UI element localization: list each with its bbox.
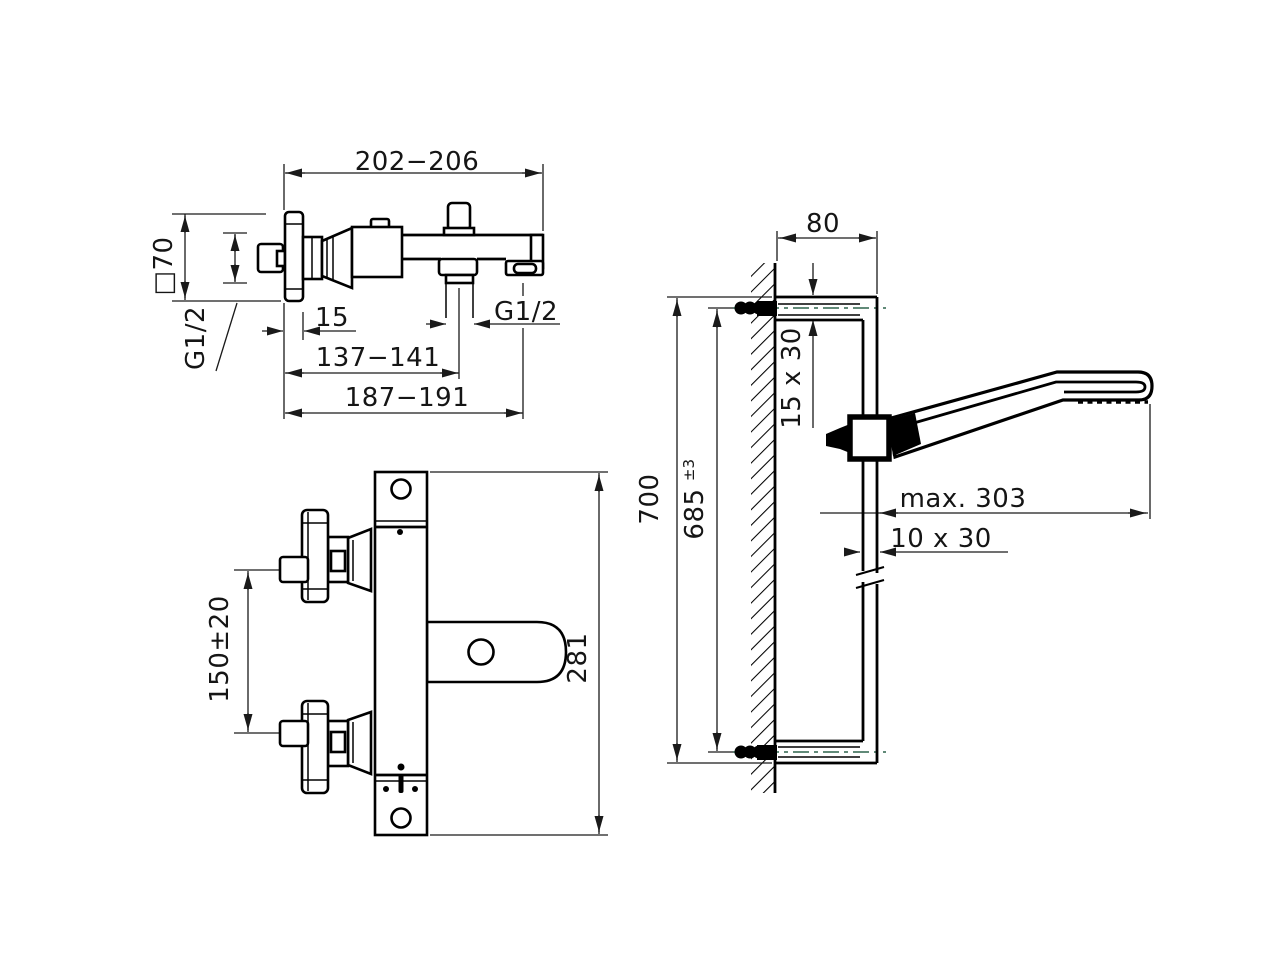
fixing-centerlines xyxy=(733,307,886,753)
dim-label-flange-square: □70 xyxy=(149,236,179,295)
slider-lock-knob xyxy=(826,424,850,453)
dim-label-rail-section: 10 x 30 xyxy=(890,524,992,554)
rail-extension-lines xyxy=(667,231,1151,764)
screw-dot-bottom-right xyxy=(412,786,418,792)
handle-cone xyxy=(320,226,354,290)
screw-dot-bottom-left xyxy=(383,786,389,792)
bottom-handle-knob xyxy=(278,719,310,748)
view-mixer-front: 150±20 281 xyxy=(205,470,608,837)
top-fixing-hole xyxy=(390,478,412,500)
bottom-handle-assembly xyxy=(278,699,373,795)
wall-flange xyxy=(283,210,305,303)
spout-aerator xyxy=(512,262,538,275)
top-handle-escutcheon xyxy=(346,527,373,593)
mixer-front-body xyxy=(278,470,568,837)
handshower-pivot xyxy=(889,413,921,456)
slider-body xyxy=(847,414,892,462)
top-wall-anchor xyxy=(734,301,777,316)
dim-label-fixing-distance: 685 xyxy=(680,488,710,539)
dim-label-outlet-thread: G1/2 xyxy=(494,297,558,327)
dim-label-spout-outlet-distance: 187−191 xyxy=(345,383,470,413)
mixer-side-dimension-lines xyxy=(180,168,560,418)
dim-label-rail-height: 700 xyxy=(635,473,665,524)
handshower-inner-contour xyxy=(892,380,1147,431)
bottom-handle-escutcheon xyxy=(346,710,373,776)
dim-label-flange-depth: 15 xyxy=(315,303,349,333)
bath-spout-front xyxy=(425,620,568,684)
mixer-front-dimension-lines xyxy=(243,473,604,834)
shower-outlet-flange xyxy=(437,257,479,277)
mixer-side-body xyxy=(256,201,545,318)
handshower-outline xyxy=(886,370,1154,460)
shower-outlet-nipple xyxy=(444,273,475,285)
screw-dot-bottom-center xyxy=(397,763,405,771)
rail-dimension-lines xyxy=(672,233,1148,762)
dim-label-overall-height: 281 xyxy=(563,632,593,683)
dim-label-bracket-section: 15 x 30 xyxy=(777,327,807,429)
dim-label-handle-spacing: 150±20 xyxy=(205,595,235,703)
mixer-front-extension-lines xyxy=(234,471,608,836)
bottom-handle-hub-detail xyxy=(329,730,347,754)
diverter-base xyxy=(442,226,476,237)
screw-slot xyxy=(398,774,404,793)
dim-label-inlet-thread: G1/2 xyxy=(181,306,211,370)
dim-label-overall-width: 202−206 xyxy=(355,147,480,177)
bottom-wall-anchor xyxy=(734,745,777,760)
wall-hatching xyxy=(751,263,775,793)
dim-label-max-reach: max. 303 xyxy=(900,484,1027,514)
bottom-fixing-hole xyxy=(390,807,412,829)
diverter-knob xyxy=(446,201,472,232)
mixer-side-extension-lines xyxy=(172,164,544,419)
rail-break-mark xyxy=(855,579,885,589)
slider-block xyxy=(826,414,892,462)
view-shower-rail: 80 15 x 30 700 685 ±3 max. 303 10 x 30 xyxy=(635,209,1154,793)
spout-hole xyxy=(467,638,495,666)
dim-label-shower-outlet-distance: 137−141 xyxy=(316,343,441,373)
view-mixer-side: 202−206 □70 G1/2 15 137−141 187−191 G1/2 xyxy=(149,147,560,419)
top-handle-assembly xyxy=(278,508,373,604)
rail-assembly xyxy=(734,295,1154,765)
dim-label-fixing-tolerance: ±3 xyxy=(680,459,698,481)
slide-rail xyxy=(855,297,885,763)
top-handle-knob xyxy=(278,555,310,584)
handshower xyxy=(886,370,1154,460)
screw-dot-top xyxy=(397,529,403,535)
wall-section xyxy=(751,263,777,793)
mixer-main-block xyxy=(350,225,404,279)
rail-break-mark xyxy=(855,566,885,576)
dim-label-bracket-depth: 80 xyxy=(806,209,840,239)
top-handle-hub-detail xyxy=(329,549,347,573)
